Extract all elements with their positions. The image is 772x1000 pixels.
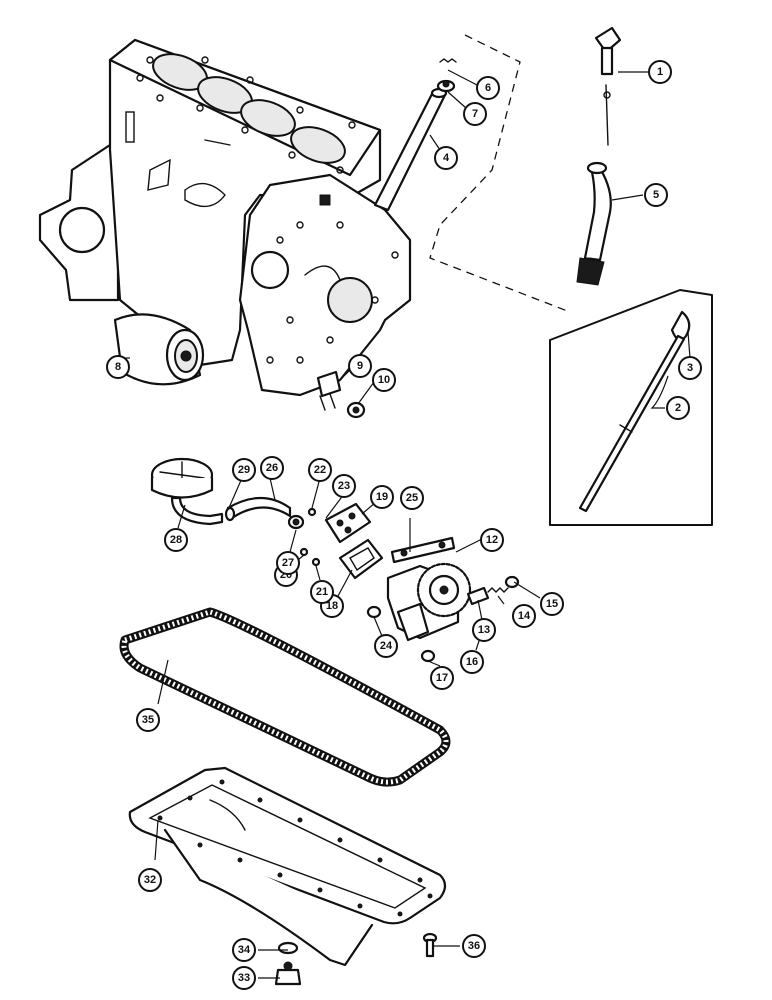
- callout-number: 6: [485, 82, 491, 94]
- oil-pan-gasket: [119, 607, 451, 787]
- callout-15: 15: [540, 592, 564, 616]
- callout-36: 36: [462, 934, 486, 958]
- callout-8: 8: [106, 355, 130, 379]
- leader-lines: [120, 69, 691, 979]
- pump-cover: [324, 502, 372, 544]
- pan-bolt: [422, 932, 438, 958]
- engine-block: [38, 38, 412, 397]
- callout-number: 32: [144, 874, 156, 886]
- callout-26: 26: [260, 456, 284, 480]
- callout-number: 22: [314, 464, 326, 476]
- callout-number: 17: [436, 672, 448, 684]
- pump-washer: [366, 605, 382, 619]
- pump-seal-ring: [287, 514, 305, 530]
- callout-number: 24: [380, 640, 393, 652]
- dipstick-inset: [549, 289, 713, 526]
- callout-3: 3: [678, 356, 702, 380]
- callout-number: 19: [376, 491, 388, 503]
- callout-number: 34: [238, 944, 251, 956]
- filter-fitting-nut: [346, 401, 366, 419]
- callout-number: 18: [326, 600, 338, 612]
- pump-bracket: [390, 536, 456, 564]
- callout-number: 14: [518, 610, 531, 622]
- callout-34: 34: [232, 938, 256, 962]
- callout-9: 9: [348, 354, 372, 378]
- tube-cap: [436, 79, 456, 93]
- callout-6: 6: [476, 76, 500, 100]
- callout-19: 19: [370, 485, 394, 509]
- callout-7: 7: [463, 102, 487, 126]
- filter-fitting: [316, 370, 342, 411]
- callout-24: 24: [374, 634, 398, 658]
- callout-number: 26: [266, 462, 278, 474]
- callout-number: 13: [478, 624, 490, 636]
- callout-21: 21: [310, 580, 334, 604]
- callout-number: 1: [657, 66, 663, 78]
- dipstick-cap: [594, 26, 622, 146]
- callout-32: 32: [138, 868, 162, 892]
- pump-gasket: [338, 538, 384, 580]
- callout-12: 12: [480, 528, 504, 552]
- callout-number: 23: [338, 480, 350, 492]
- callouts: 1 2 3 4 5 6 7 8 9 10 12 13 14 15 16 17 1…: [106, 60, 702, 990]
- callout-10: 10: [372, 368, 396, 392]
- relief-plunger: [466, 586, 490, 606]
- pump-body: [386, 562, 472, 642]
- callout-number: 8: [115, 361, 121, 373]
- dipstick-tube: [576, 161, 612, 286]
- callout-number: 5: [653, 189, 659, 201]
- callout-25: 25: [400, 486, 424, 510]
- filler-tube: [373, 87, 448, 212]
- pump-cover-screw: [299, 507, 321, 567]
- callout-4: 4: [434, 146, 458, 170]
- relief-spring: [487, 587, 509, 593]
- callout-number: 9: [357, 360, 363, 372]
- drain-plug: [274, 961, 302, 986]
- callout-number: 15: [546, 598, 558, 610]
- callout-number: 4: [443, 152, 450, 164]
- callout-number: 21: [316, 586, 328, 598]
- callout-22: 22: [308, 458, 332, 482]
- callout-33: 33: [232, 966, 256, 990]
- callout-number: 33: [238, 972, 250, 984]
- callout-13: 13: [472, 618, 496, 642]
- callout-number: 7: [472, 108, 478, 120]
- oil-pan: [128, 766, 447, 967]
- callout-number: 35: [142, 714, 154, 726]
- callout-2: 2: [666, 396, 690, 420]
- callout-number: 16: [466, 656, 478, 668]
- callout-14: 14: [512, 604, 536, 628]
- pickup-tube: [170, 496, 224, 526]
- callout-28: 28: [164, 528, 188, 552]
- callout-number: 36: [468, 940, 480, 952]
- callout-35: 35: [136, 708, 160, 732]
- callout-16: 16: [460, 650, 484, 674]
- callout-23: 23: [332, 474, 356, 498]
- tube-cap-spring: [439, 58, 457, 63]
- pickup-fitting: [224, 497, 292, 522]
- callout-29: 29: [232, 458, 256, 482]
- relief-plug: [504, 575, 520, 589]
- callout-number: 10: [378, 374, 390, 386]
- callout-number: 25: [406, 492, 418, 504]
- callout-number: 27: [282, 557, 294, 569]
- callout-number: 28: [170, 534, 182, 546]
- callout-5: 5: [644, 183, 668, 207]
- oil-pickup-screen: [150, 457, 214, 499]
- callout-number: 29: [238, 464, 250, 476]
- callout-27: 27: [276, 551, 300, 575]
- callout-17: 17: [430, 666, 454, 690]
- callout-1: 1: [648, 60, 672, 84]
- drain-plug-washer: [277, 941, 299, 955]
- callout-number: 3: [687, 362, 693, 374]
- pump-o-ring: [420, 649, 436, 663]
- oil-filter: [113, 313, 205, 386]
- callout-number: 12: [486, 534, 498, 546]
- callout-number: 2: [675, 402, 681, 414]
